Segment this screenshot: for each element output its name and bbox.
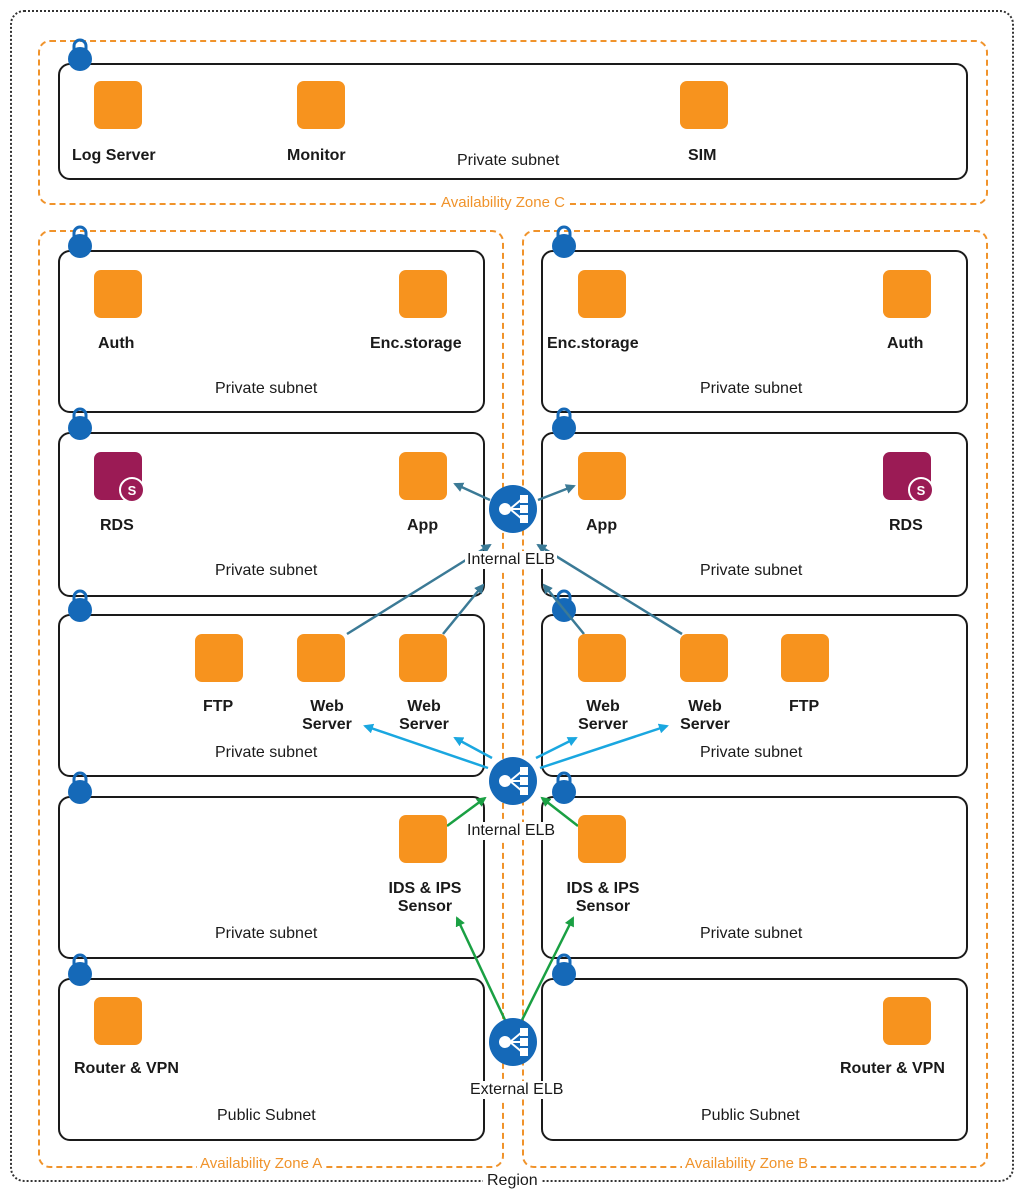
availability-zone-a-label: Availability Zone A [197, 1155, 326, 1172]
ftp-label: FTP [203, 698, 234, 715]
availability-zone-c-label: Availability Zone C [438, 194, 568, 211]
monitor-instance-icon[interactable] [297, 81, 345, 129]
auth-label: Auth [98, 335, 135, 352]
svg-text:S: S [917, 483, 926, 498]
log-server-instance-icon[interactable] [94, 81, 142, 129]
subnet-label: Private subnet [215, 380, 318, 397]
load-balancer-icon[interactable] [488, 756, 538, 806]
router-vpn-label: Router & VPN [74, 1060, 179, 1077]
lock-icon [552, 771, 576, 804]
web-server-label: Web Server [578, 698, 628, 733]
subnet-label: Private subnet [457, 152, 560, 169]
arrow-elb-to-web [363, 723, 489, 770]
ids-ips-sensor-label: IDS & IPS Sensor [566, 880, 640, 915]
monitor-label: Monitor [287, 147, 346, 164]
web-server-label: Web Server [302, 698, 352, 733]
ids-ips-sensor-instance-icon[interactable] [578, 815, 626, 863]
lock-icon [68, 771, 92, 804]
subnet-label: Private subnet [700, 744, 803, 761]
web-server-instance-icon[interactable] [578, 634, 626, 682]
subnet-label: Public Subnet [701, 1107, 800, 1124]
lock-icon [68, 225, 92, 258]
rds-storage-icon: S [908, 477, 934, 503]
rds-storage-icon: S [119, 477, 145, 503]
lock-icon [68, 38, 92, 71]
arrow-elb-to-app-a [453, 482, 491, 502]
arrow-elb-to-web [453, 736, 493, 760]
lock-icon [68, 407, 92, 440]
subnet-label: Private subnet [215, 562, 318, 579]
subnet-label: Private subnet [700, 925, 803, 942]
rds-database-icon[interactable]: S [94, 452, 145, 503]
ftp-label: FTP [789, 698, 820, 715]
web-server-label: Web Server [399, 698, 449, 733]
subnet-label: Private subnet [215, 744, 318, 761]
availability-zone-b-label: Availability Zone B [682, 1155, 812, 1172]
arrow-elb-to-web [535, 736, 578, 760]
router-vpn-label: Router & VPN [840, 1060, 945, 1077]
arrow-ids-to-elb [446, 796, 487, 828]
auth-label: Auth [887, 335, 924, 352]
log-server-label: Log Server [72, 147, 156, 164]
router-vpn-instance-icon[interactable] [94, 997, 142, 1045]
router-vpn-instance-icon[interactable] [883, 997, 931, 1045]
app-label: App [407, 517, 439, 534]
enc-storage-instance-icon[interactable] [399, 270, 447, 318]
web-server-instance-icon[interactable] [680, 634, 728, 682]
subnet-label: Private subnet [700, 380, 803, 397]
rds-database-icon[interactable]: S [883, 452, 934, 503]
rds-label: RDS [889, 517, 923, 534]
subnet-label: Private subnet [700, 562, 803, 579]
arrow-elb-to-app-b [537, 484, 576, 502]
sim-instance-icon[interactable] [680, 81, 728, 129]
subnet-c-private [58, 63, 968, 180]
lock-icon [68, 953, 92, 986]
ftp-instance-icon[interactable] [195, 634, 243, 682]
web-server-instance-icon[interactable] [399, 634, 447, 682]
lock-icon [552, 225, 576, 258]
arrow-web-to-elb [536, 543, 683, 636]
arrow-web-to-elb [442, 583, 485, 635]
web-server-instance-icon[interactable] [297, 634, 345, 682]
auth-instance-icon[interactable] [94, 270, 142, 318]
rds-label: RDS [100, 517, 134, 534]
subnet-label: Private subnet [215, 925, 318, 942]
load-balancer-icon[interactable] [488, 484, 538, 534]
arrow-ids-to-elb [540, 796, 579, 827]
auth-instance-icon[interactable] [883, 270, 931, 318]
lock-icon [552, 407, 576, 440]
app-label: App [586, 517, 618, 534]
lock-icon [68, 589, 92, 622]
svg-text:S: S [128, 483, 137, 498]
region-label: Region [483, 1172, 542, 1190]
subnet-label: Public Subnet [217, 1107, 316, 1124]
enc-storage-label: Enc.storage [547, 335, 639, 352]
arrow-web-to-elb [542, 583, 585, 635]
enc-storage-instance-icon[interactable] [578, 270, 626, 318]
internal-elb-label: Internal ELB [465, 551, 558, 569]
web-server-label: Web Server [680, 698, 730, 733]
enc-storage-label: Enc.storage [370, 335, 462, 352]
arrow-external-elb-to-ids [455, 916, 507, 1021]
app-instance-icon[interactable] [578, 452, 626, 500]
sim-label: SIM [688, 147, 717, 164]
external-elb-label: External ELB [468, 1081, 566, 1099]
ids-ips-sensor-instance-icon[interactable] [399, 815, 447, 863]
ids-ips-sensor-label: IDS & IPS Sensor [388, 880, 462, 915]
app-instance-icon[interactable] [399, 452, 447, 500]
ftp-instance-icon[interactable] [781, 634, 829, 682]
internal-elb-label: Internal ELB [465, 822, 558, 840]
lock-icon [552, 953, 576, 986]
arrow-elb-to-web [539, 723, 669, 770]
arrow-external-elb-to-ids [520, 916, 575, 1021]
load-balancer-icon[interactable] [488, 1017, 538, 1067]
